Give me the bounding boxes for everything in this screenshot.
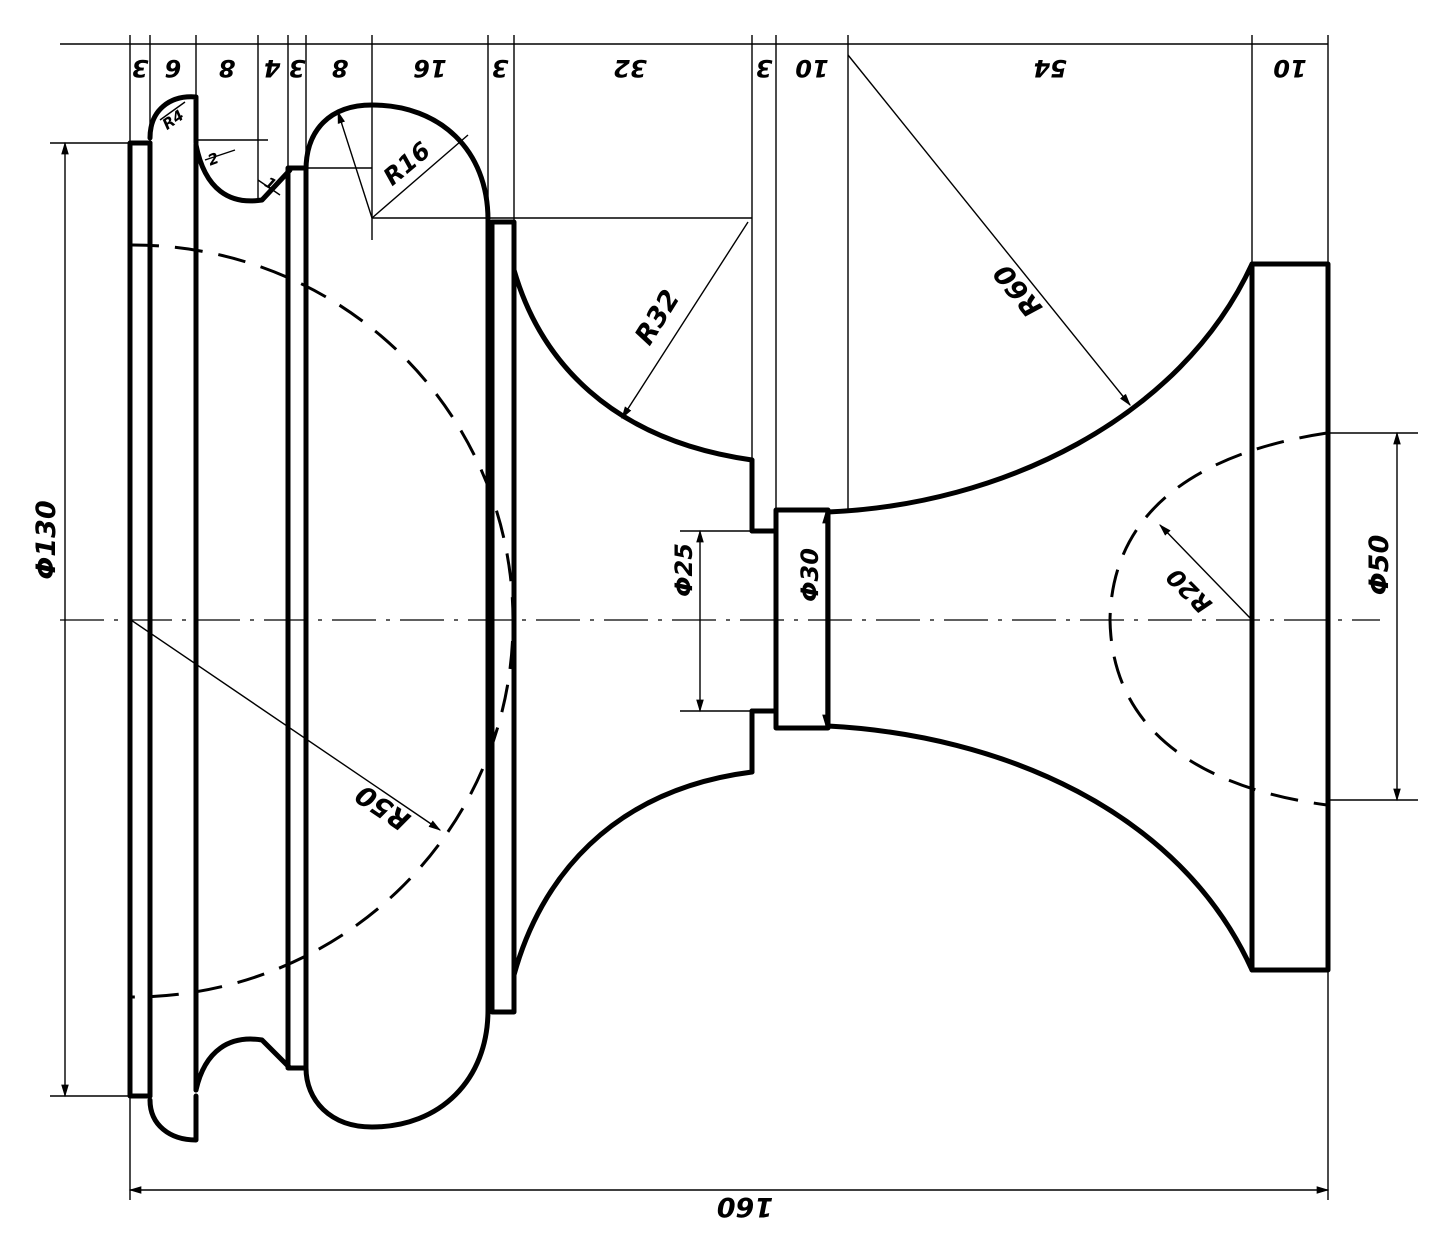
radius-20-label: R20 — [1161, 562, 1217, 618]
extension-lines — [50, 35, 1418, 1200]
dim-top-5: 3 — [289, 54, 306, 82]
dim-top-11: 10 — [795, 54, 828, 82]
hidden-sphere-r50 — [130, 243, 515, 999]
radius-60-label: R60 — [988, 258, 1049, 323]
part-outline — [127, 94, 1331, 1143]
radius-50-label: R50 — [350, 778, 416, 836]
top-dimension-labels: 3 6 8 4 3 8 16 3 32 3 10 54 10 — [132, 54, 1307, 82]
dim-top-9: 32 — [613, 54, 646, 82]
dim-top-7: 16 — [413, 54, 446, 82]
diameter-50-label: Φ50 — [1364, 535, 1395, 596]
hidden-bore-r20 — [1108, 431, 1328, 807]
dim-top-4: 4 — [264, 54, 282, 82]
diameter-25-label: Φ25 — [670, 543, 698, 597]
dim-top-2: 6 — [165, 54, 182, 82]
radius-4-label: R4 — [159, 106, 187, 133]
dim-top-13: 10 — [1273, 54, 1306, 82]
dim-top-12: 54 — [1033, 54, 1066, 82]
dim-top-6: 8 — [332, 54, 349, 82]
overall-length-label: 160 — [717, 1191, 773, 1222]
dim-top-1: 3 — [132, 54, 149, 82]
dim-top-10: 3 — [756, 54, 773, 82]
diameter-30-label: Φ30 — [796, 548, 824, 602]
radius-32-label: R32 — [629, 285, 686, 351]
dim-top-8: 3 — [492, 54, 509, 82]
radius-2-label: 2 — [205, 149, 221, 169]
dim-top-3: 8 — [219, 54, 236, 82]
radius-16-label: R16 — [378, 136, 436, 191]
diameter-130-label: Φ130 — [31, 500, 62, 579]
dimension-lines — [60, 43, 1401, 1194]
